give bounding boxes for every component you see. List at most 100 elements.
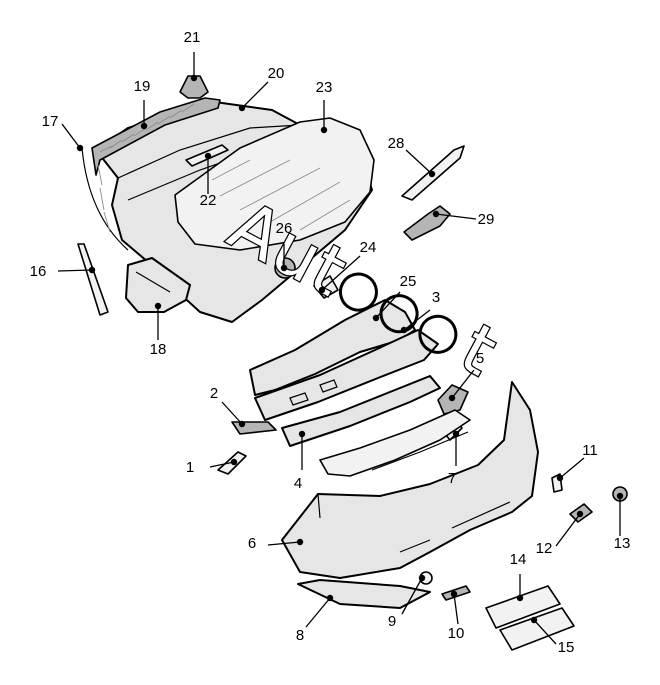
callout-8-leader — [305, 597, 331, 628]
part-6-bumper-cover — [281, 381, 539, 579]
callout-13-dot — [616, 492, 624, 500]
callout-2-number: 2 — [210, 385, 218, 402]
callout-12-leader — [555, 513, 581, 547]
callout-20-dot — [238, 104, 246, 112]
callout-10-dot — [450, 590, 458, 598]
callout-25-dot — [372, 314, 380, 322]
callout-18: 18 — [150, 302, 166, 358]
callout-7: 7 — [448, 430, 460, 487]
callout-3: 3 — [400, 289, 440, 334]
callout-10: 10 — [448, 590, 465, 642]
callout-24: 24 — [318, 239, 377, 294]
callout-25: 25 — [372, 273, 417, 322]
callout-21-dot — [190, 74, 198, 82]
callout-21: 21 — [184, 29, 200, 82]
part-29-lock-actuator — [403, 205, 451, 241]
callout-13: 13 — [614, 492, 631, 552]
callout-20: 20 — [238, 65, 285, 112]
part-15-plate — [499, 607, 575, 651]
callout-26-dot — [280, 264, 288, 272]
callout-19-dot — [140, 122, 148, 130]
callout-7-dot — [452, 430, 460, 438]
callout-11: 11 — [556, 442, 598, 482]
callout-9-number: 9 — [388, 613, 396, 630]
callout-1-leader — [209, 461, 235, 468]
callout-22-number: 22 — [200, 192, 217, 209]
callout-6: 6 — [248, 535, 304, 552]
callout-17: 17 — [42, 113, 84, 152]
callout-28-dot — [428, 170, 436, 178]
callout-23: 23 — [316, 79, 333, 134]
callout-5-leader — [451, 369, 475, 399]
callout-14: 14 — [510, 551, 526, 602]
callout-1-number: 1 — [186, 459, 194, 476]
callout-10-number: 10 — [448, 625, 465, 642]
callout-25-leader — [375, 291, 401, 319]
callout-17-dot — [76, 144, 84, 152]
callout-6-number: 6 — [248, 535, 256, 552]
callout-12-number: 12 — [536, 540, 553, 557]
callout-23-number: 23 — [316, 79, 333, 96]
callout-28: 28 — [388, 135, 436, 178]
callout-8-dot — [326, 594, 334, 602]
callout-28-leader — [405, 149, 433, 175]
callout-1: 1 — [186, 458, 238, 476]
callout-5-number: 5 — [476, 350, 484, 367]
callout-3-leader — [403, 309, 431, 331]
callout-24-number: 24 — [360, 239, 377, 256]
callout-15: 15 — [530, 616, 575, 656]
callout-1-dot — [230, 458, 238, 466]
callout-6-dot — [296, 538, 304, 546]
part-8-lower-diffuser — [297, 579, 431, 609]
callout-29-leader — [435, 213, 477, 220]
part-2-bracket-left — [231, 421, 277, 435]
callout-2-leader — [221, 401, 243, 425]
callout-5-dot — [448, 394, 456, 402]
part-23-rear-glass — [174, 117, 375, 251]
callout-24-leader — [321, 255, 361, 291]
callout-16-dot — [88, 266, 96, 274]
tailgate-assembly — [77, 75, 375, 323]
callout-16-number: 16 — [30, 263, 47, 280]
part-14-plate-bracket — [485, 585, 561, 629]
callout-18-dot — [154, 302, 162, 310]
callout-19: 19 — [134, 78, 151, 130]
callout-5: 5 — [448, 350, 484, 402]
callout-11-number: 11 — [582, 442, 598, 459]
part-4-bumper-beam — [281, 375, 441, 447]
callout-23-dot — [320, 126, 328, 134]
right-small-parts — [401, 145, 628, 651]
callout-20-leader — [241, 81, 269, 109]
callout-16: 16 — [30, 263, 96, 280]
part-19-spoiler-strip — [91, 97, 221, 176]
callout-20-number: 20 — [268, 65, 285, 82]
callout-25-number: 25 — [400, 273, 417, 290]
callout-16-leader — [57, 269, 93, 272]
callout-2: 2 — [210, 385, 246, 428]
callout-17-leader — [61, 123, 81, 149]
callout-15-number: 15 — [558, 639, 575, 656]
callout-4-dot — [298, 430, 306, 438]
callout-8-number: 8 — [296, 627, 304, 644]
callout-9: 9 — [388, 574, 426, 630]
callout-22-dot — [204, 152, 212, 160]
callout-12-dot — [576, 510, 584, 518]
callout-3-number: 3 — [432, 289, 440, 306]
part-16-gas-strut — [77, 243, 109, 316]
callout-26: 26 — [276, 220, 293, 272]
callout-29-dot — [432, 210, 440, 218]
callout-15-leader — [533, 619, 557, 645]
callout-6-leader — [267, 541, 301, 546]
callout-2-dot — [238, 420, 246, 428]
bumper-reinforcements — [217, 299, 471, 477]
bumper-cover — [281, 381, 539, 609]
callout-11-dot — [556, 474, 564, 482]
callout-13-number: 13 — [614, 535, 631, 552]
callout-4-number: 4 — [294, 475, 302, 492]
callout-19-number: 19 — [134, 78, 151, 95]
callout-26-number: 26 — [276, 220, 293, 237]
callout-4: 4 — [294, 430, 306, 492]
callout-9-leader — [401, 577, 423, 615]
